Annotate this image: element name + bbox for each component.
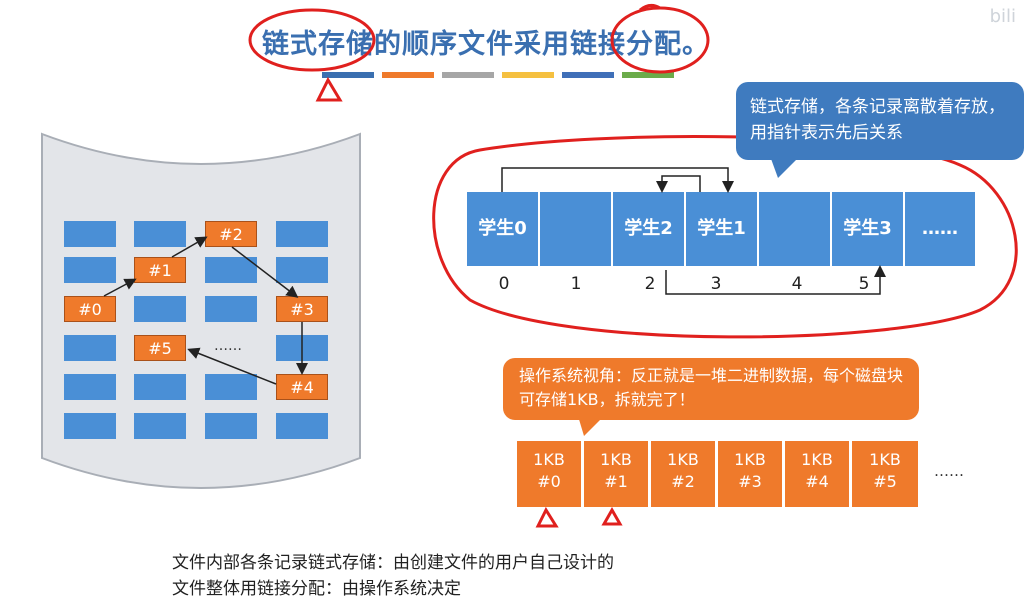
bubble-os-view: 操作系统视角：反正就是一堆二进制数据，每个磁盘块可存储1KB，拆就完了！	[503, 358, 919, 420]
disk-block	[205, 413, 257, 439]
kb-block-5: 1KB #5	[852, 441, 918, 507]
disk-block-3: #3	[276, 296, 328, 322]
kb-block-3: 1KB #3	[718, 441, 784, 507]
watermark-logo: bili	[989, 6, 1016, 27]
color-bar-5	[562, 72, 614, 78]
bubble-logical-tail	[770, 156, 800, 178]
disk-block	[134, 296, 186, 322]
kb-ellipsis: ……	[934, 462, 964, 480]
kb-block-1: 1KB #1	[584, 441, 650, 507]
record-index: 3	[710, 274, 722, 294]
disk-ellipsis: ……	[214, 338, 242, 354]
kb-block-size: 1KB	[869, 450, 901, 469]
kb-block-id: #4	[805, 472, 829, 491]
disk-block-0: #0	[64, 296, 116, 322]
disk-block	[205, 257, 257, 283]
disk-block	[276, 221, 328, 247]
disk-block	[64, 413, 116, 439]
record-cell-2: 学生2	[613, 192, 686, 266]
kb-block-id: #1	[604, 472, 628, 491]
disk-block-4: #4	[276, 374, 328, 400]
bubble-os-tail	[578, 416, 604, 436]
record-cell-5: 学生3	[832, 192, 905, 266]
record-cell-4	[759, 192, 832, 266]
disk-block-2: #2	[205, 221, 257, 247]
kb-block-4: 1KB #4	[785, 441, 851, 507]
disk-block	[276, 257, 328, 283]
record-index: 2	[644, 274, 656, 294]
disk-block	[64, 257, 116, 283]
color-bar-2	[382, 72, 434, 78]
disk-block	[205, 374, 257, 400]
kb-block-size: 1KB	[734, 450, 766, 469]
disk-block	[64, 221, 116, 247]
record-cell-6: ……	[905, 192, 975, 266]
color-bar-3	[442, 72, 494, 78]
kb-block-size: 1KB	[667, 450, 699, 469]
disk-block	[64, 335, 116, 361]
disk-block	[134, 374, 186, 400]
kb-block-id: #5	[873, 472, 897, 491]
record-index: 4	[791, 274, 803, 294]
disk-block	[134, 221, 186, 247]
page-title: 链式存储的顺序文件采用链接分配。	[262, 29, 710, 60]
kb-block-size: 1KB	[533, 450, 565, 469]
record-index: 0	[498, 274, 510, 294]
kb-block-2: 1KB #2	[651, 441, 717, 507]
color-bar-1	[322, 72, 374, 78]
color-bar-4	[502, 72, 554, 78]
kb-block-0: 1KB #0	[517, 441, 583, 507]
record-cell-1	[540, 192, 613, 266]
disk-block-5: #5	[134, 335, 186, 361]
kb-block-id: #2	[671, 472, 695, 491]
disk-block	[134, 413, 186, 439]
record-cell-0: 学生0	[467, 192, 540, 266]
disk-block	[276, 413, 328, 439]
note-line-1: 文件内部各条记录链式存储：由创建文件的用户自己设计的	[172, 553, 614, 573]
disk-block	[205, 296, 257, 322]
record-cell-3: 学生1	[686, 192, 759, 266]
record-index: 1	[570, 274, 582, 294]
color-bar-6	[622, 72, 674, 78]
bubble-logical-view: 链式存储，各条记录离散着存放，用指针表示先后关系	[736, 82, 1024, 160]
disk-block-1: #1	[134, 257, 186, 283]
kb-block-id: #3	[738, 472, 762, 491]
note-line-2: 文件整体用链接分配：由操作系统决定	[172, 579, 461, 599]
record-index: 5	[858, 274, 870, 294]
kb-block-size: 1KB	[801, 450, 833, 469]
kb-block-id: #0	[537, 472, 561, 491]
kb-block-size: 1KB	[600, 450, 632, 469]
disk-block	[64, 374, 116, 400]
